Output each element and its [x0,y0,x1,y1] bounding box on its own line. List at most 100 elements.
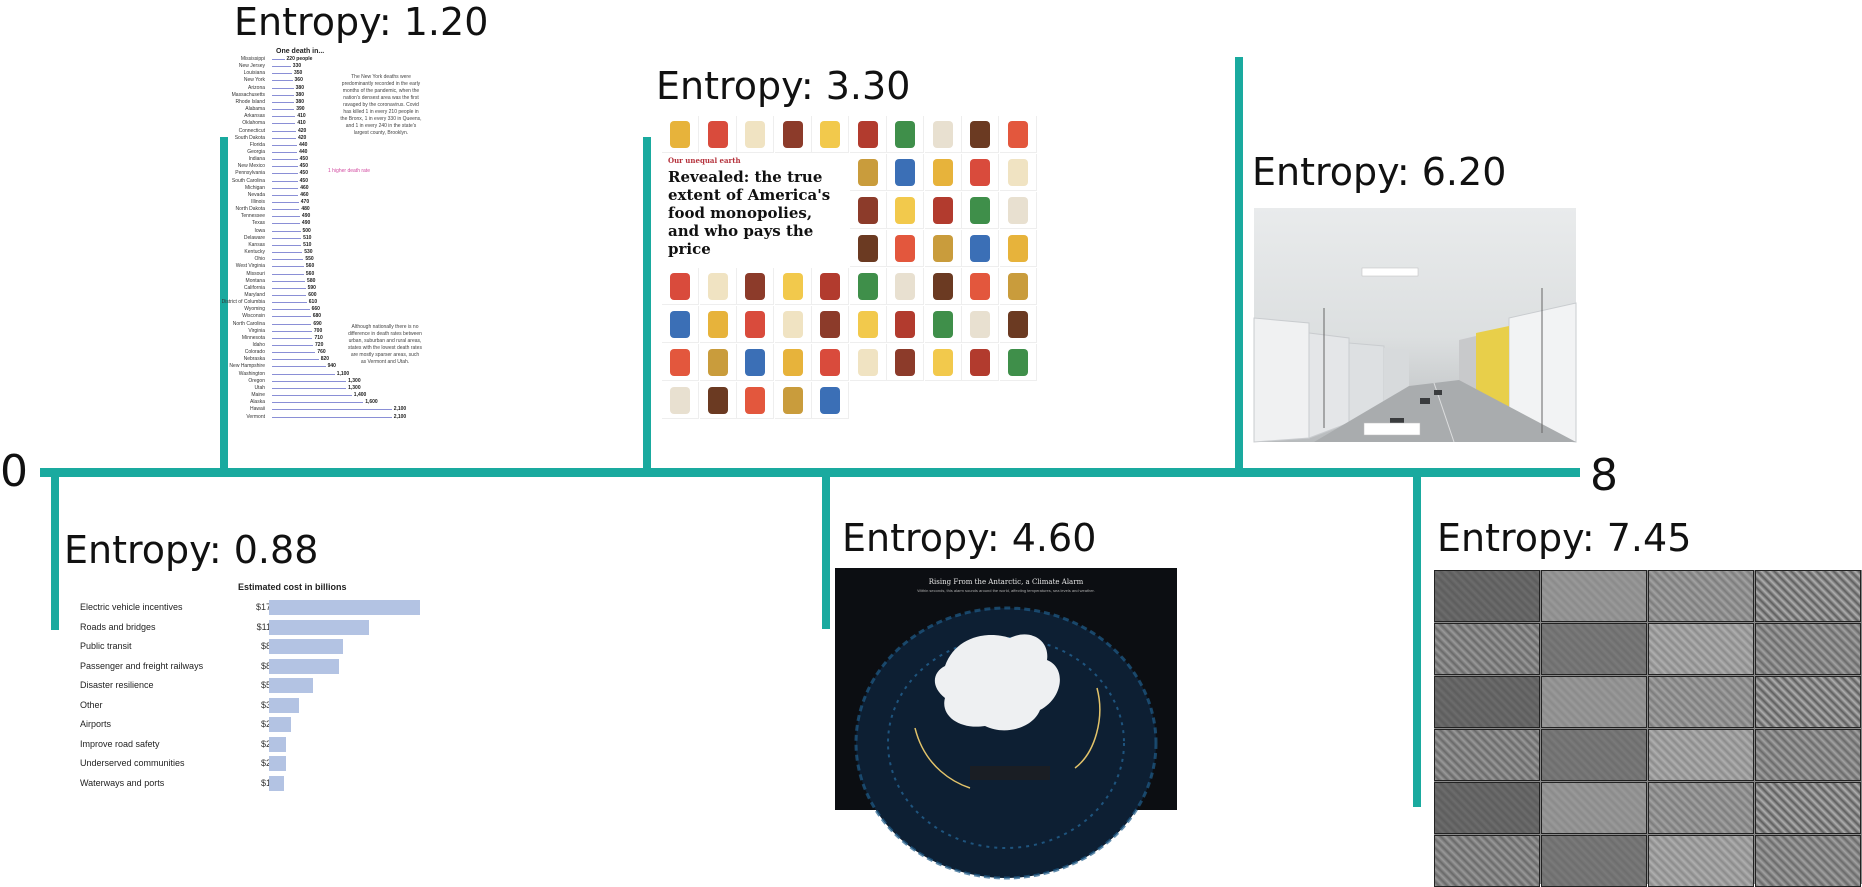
state-name: Rhode Island [235,98,265,105]
cost-row-value: $17 [230,778,276,788]
state-name: New York [243,77,265,84]
state-bar [272,395,352,397]
food-product-tile [812,306,849,343]
cost-row-value: $35 [230,700,276,710]
state-bar [272,309,310,311]
cost-row-value: $20 [230,739,276,749]
state-name: Kansas [248,241,265,248]
state-name: Wisconsin [242,313,265,320]
state-list-row: South Dakota 420 [232,135,422,142]
state-bar [272,345,314,346]
aerial-photo-tile [1434,782,1540,834]
state-value: 600 [308,291,317,298]
cost-row-value: $115 [256,621,276,632]
cost-row-label: Waterways and ports [80,777,165,788]
state-bar [272,173,298,175]
cost-row-label: Airports [80,719,112,729]
cost-row-label: Roads and bridges [80,621,156,632]
state-bar [272,59,285,60]
cost-row-label: Electric vehicle incentives [80,602,183,612]
aerial-photo-tile [1755,570,1861,622]
state-bar [272,244,302,246]
state-value: 710 [314,334,323,341]
state-value: 690 [313,320,322,327]
food-product-tile [962,230,999,267]
state-bar [272,352,316,354]
state-name: Maryland [244,291,265,298]
state-bar [272,273,304,275]
food-product-tile [999,344,1037,381]
state-name: Virginia [248,327,265,334]
state-bar [272,209,300,211]
state-name: Alaska [249,399,265,406]
timeline-axis [40,468,1580,477]
state-value: 760 [317,349,326,356]
food-product-tile [812,116,849,153]
state-value: 220 people [286,56,313,62]
food-product-tile [887,344,924,381]
cost-row-label: Disaster resilience [80,680,154,690]
state-value: 350 [293,70,303,77]
state-value: 410 [297,113,306,120]
aerial-photo-tile [1434,570,1540,622]
aerial-photo-tile [1648,570,1754,622]
state-bar [272,80,293,82]
state-name: Arizona [248,84,265,91]
state-name: North Dakota [235,206,265,213]
state-value: 420 [297,134,307,141]
state-value: 660 [311,306,320,313]
aerial-photo-tile [1648,729,1754,781]
aerial-photo-tile [1541,729,1647,781]
state-bar [272,237,302,239]
state-name: South Dakota [234,134,265,141]
aerial-photo-tile [1434,835,1540,887]
food-product-tile [737,344,774,381]
state-value: 1,100 [336,370,350,377]
state-value: 470 [300,199,310,205]
state-list-title: One death in... [276,48,325,55]
state-value: 2,100 [393,413,407,420]
state-name: Massachusetts [231,91,265,98]
food-product-tile [924,116,962,153]
state-value: 510 [303,241,312,248]
entropy-label-7-45: Entropy: 7.45 [1437,516,1692,560]
cost-row-bar [269,697,300,713]
entropy-label-1-20: Entropy: 1.20 [234,0,489,44]
state-bar [272,416,392,418]
state-name: Pennsylvania [235,170,265,177]
tick-6-20 [1235,57,1243,473]
state-bar [272,180,298,182]
state-bar [272,101,294,103]
state-list-row: North Carolina 690 [232,321,422,328]
cost-row-label: Underserved communities [80,758,185,768]
food-product-tile [699,344,737,381]
aerial-photo-tile [1434,676,1540,728]
food-product-tile [887,192,924,229]
state-bar [272,287,306,289]
aerial-photo-tile [1755,835,1861,887]
state-name: Utah [254,384,265,391]
food-product-tile [699,306,737,343]
aerial-photo-tile [1541,835,1647,887]
state-name: Nebraska [243,356,265,363]
food-product-tile [999,230,1037,267]
aerial-photo-tile [1434,623,1540,675]
cost-row-bar [269,717,291,732]
cost-row-value: $80 [230,661,276,671]
state-name: North Carolina [232,320,265,327]
cost-row-label: Other [80,699,103,710]
state-name: Idaho [252,342,265,348]
